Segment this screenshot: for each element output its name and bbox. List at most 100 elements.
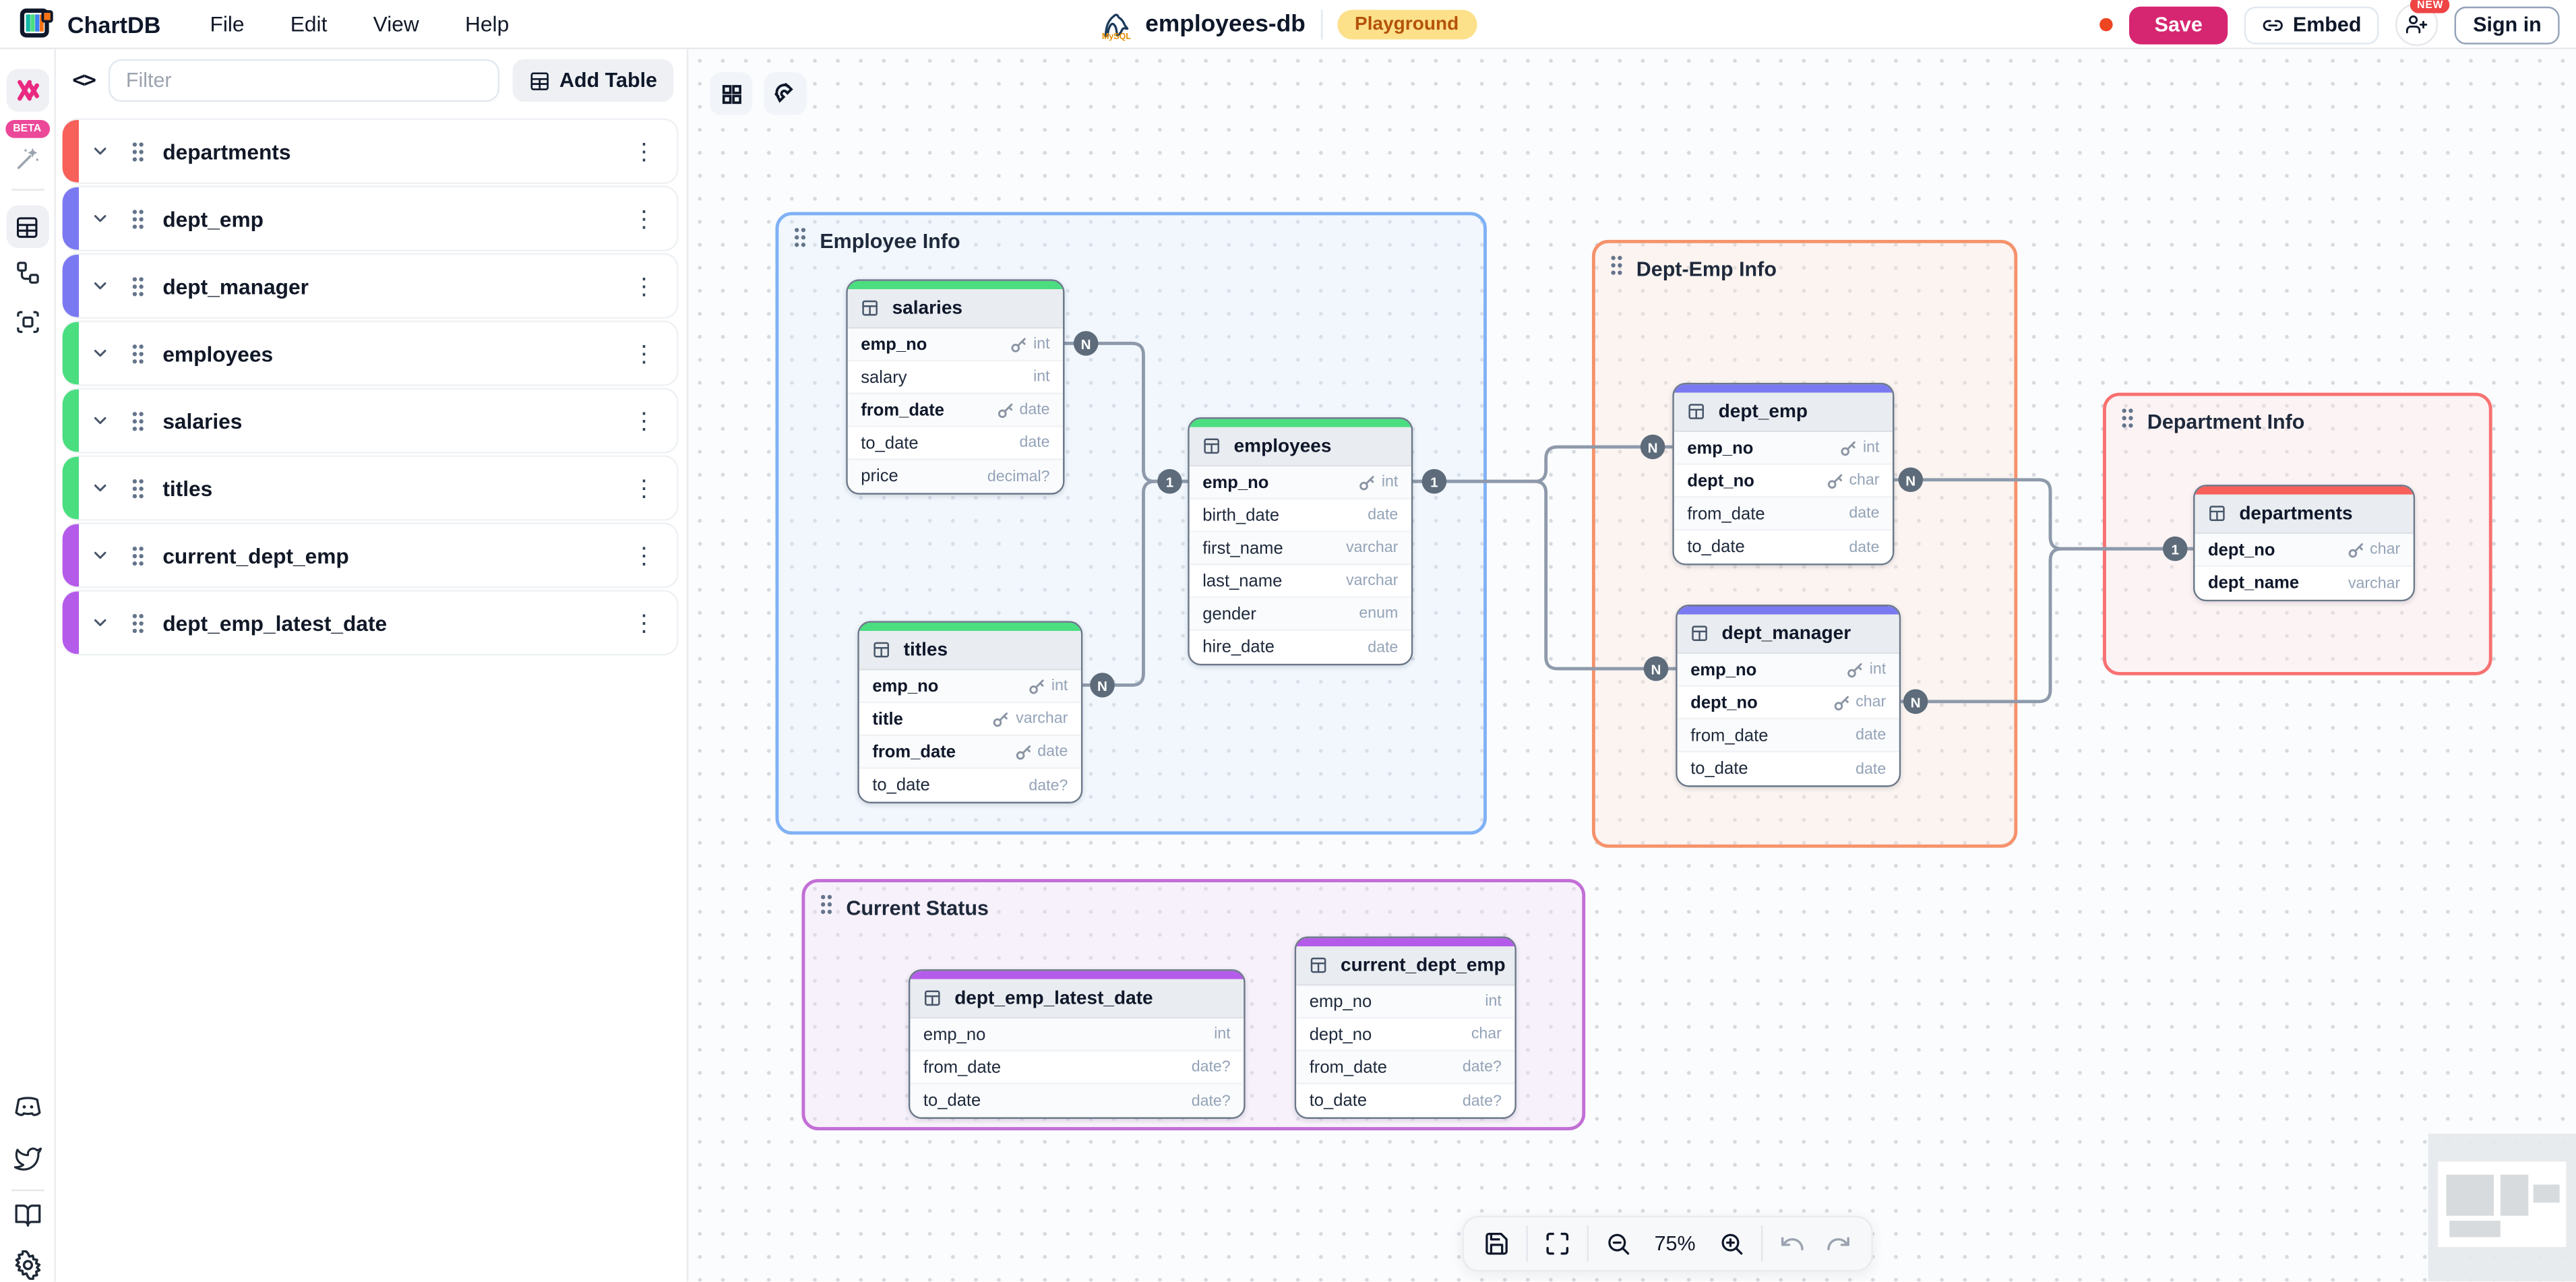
ellipsis-menu-icon[interactable]: ⋮ <box>632 204 656 231</box>
table-header[interactable]: dept_manager <box>1677 614 1899 654</box>
zoom-in-button[interactable] <box>1709 1221 1754 1266</box>
fit-view-button[interactable] <box>1535 1221 1581 1266</box>
chevron-down-icon[interactable] <box>90 209 110 228</box>
drag-handle-icon[interactable] <box>131 208 145 229</box>
sidebar-item-titles[interactable]: titles⋮ <box>62 455 679 521</box>
docs-book-icon[interactable] <box>13 1201 41 1229</box>
chevron-down-icon[interactable] <box>90 343 110 363</box>
sidebar-item-dept_emp[interactable]: dept_emp⋮ <box>62 185 679 251</box>
table-header[interactable]: titles <box>859 631 1081 671</box>
snap-magnet-button[interactable] <box>764 72 807 115</box>
sidebar-item-salaries[interactable]: salaries⋮ <box>62 388 679 454</box>
zoom-level[interactable]: 75% <box>1654 1232 1696 1256</box>
chartdb-agent-button[interactable] <box>5 69 49 112</box>
magic-wand-icon[interactable] <box>13 145 41 173</box>
relationship-line[interactable] <box>1413 445 1673 483</box>
ellipsis-menu-icon[interactable]: ⋮ <box>632 272 656 299</box>
sign-in-button[interactable]: Sign in <box>2455 5 2560 44</box>
relationship-line[interactable] <box>1901 547 2194 704</box>
drag-handle-icon[interactable] <box>131 275 145 297</box>
ellipsis-menu-icon[interactable]: ⋮ <box>632 474 656 501</box>
sidebar-item-employees[interactable]: employees⋮ <box>62 320 679 386</box>
ellipsis-menu-icon[interactable]: ⋮ <box>632 609 656 636</box>
show-grid-button[interactable] <box>710 72 753 115</box>
relationships-section-button[interactable] <box>14 260 40 286</box>
chevron-down-icon[interactable] <box>90 478 110 497</box>
relationship-line[interactable] <box>1082 479 1188 687</box>
drag-handle-icon[interactable] <box>131 612 145 634</box>
dependencies-section-button[interactable] <box>14 309 40 335</box>
drag-handle-icon[interactable] <box>131 342 145 364</box>
sidebar-item-dept_manager[interactable]: dept_manager⋮ <box>62 253 679 319</box>
undo-button[interactable] <box>1769 1221 1815 1266</box>
chevron-down-icon[interactable] <box>90 276 110 296</box>
table-header[interactable]: salaries <box>847 289 1064 329</box>
menu-file[interactable]: File <box>210 11 245 36</box>
table-header[interactable]: departments <box>2195 494 2414 535</box>
drag-handle-icon[interactable] <box>1610 255 1624 284</box>
sidebar-item-dept_emp_latest_date[interactable]: dept_emp_latest_date⋮ <box>62 590 679 656</box>
table-header[interactable]: dept_emp <box>1674 392 1893 433</box>
chevron-down-icon[interactable] <box>90 410 110 430</box>
minimap[interactable] <box>2428 1133 2576 1282</box>
diagram-name[interactable]: employees-db <box>1145 11 1306 38</box>
relationship-line[interactable] <box>1064 342 1188 483</box>
invite-user-button[interactable]: NEW <box>2395 0 2451 47</box>
drag-handle-icon[interactable] <box>793 226 807 256</box>
discord-icon[interactable] <box>12 1094 42 1119</box>
embed-button[interactable]: Embed <box>2243 5 2380 44</box>
tables-section-button[interactable] <box>5 205 49 249</box>
twitter-icon[interactable] <box>13 1145 41 1173</box>
zoom-out-button[interactable] <box>1595 1221 1641 1266</box>
drag-handle-icon[interactable] <box>2121 408 2135 437</box>
code-view-icon[interactable]: <> <box>72 68 96 93</box>
save-button[interactable]: Save <box>2130 5 2228 44</box>
table-header[interactable]: dept_emp_latest_date <box>910 979 1244 1019</box>
drag-handle-icon[interactable] <box>131 545 145 566</box>
menu-edit[interactable]: Edit <box>290 11 328 36</box>
sidebar-item-departments[interactable]: departments⋮ <box>62 118 679 184</box>
table-header[interactable]: employees <box>1189 427 1411 467</box>
table-header[interactable]: current_dept_emp <box>1296 946 1515 986</box>
relationship-line[interactable] <box>1413 479 1676 671</box>
add-table-button[interactable]: Add Table <box>512 59 674 102</box>
filter-input[interactable] <box>108 59 499 102</box>
relationship-line[interactable] <box>1894 478 2194 551</box>
ellipsis-menu-icon[interactable]: ⋮ <box>632 137 656 164</box>
ellipsis-menu-icon[interactable]: ⋮ <box>632 406 656 433</box>
